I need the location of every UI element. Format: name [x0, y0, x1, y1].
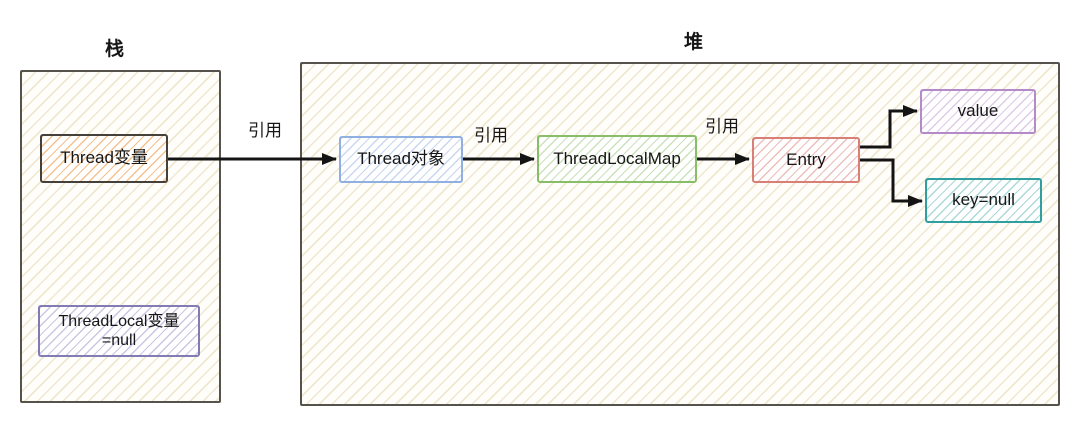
edge-label-reference-3: 引用 — [705, 117, 739, 136]
node-threadlocalmap-label: ThreadLocalMap — [553, 148, 681, 168]
node-threadlocal-variable: ThreadLocal变量 =null — [38, 305, 200, 357]
node-thread-variable: Thread变量 — [40, 134, 168, 183]
node-entry: Entry — [752, 137, 860, 183]
node-thread-object: Thread对象 — [339, 136, 463, 183]
node-threadlocal-variable-line2: =null — [101, 332, 137, 349]
node-value: value — [920, 89, 1036, 134]
stack-region-label: 栈 — [104, 39, 126, 60]
node-entry-label: Entry — [786, 149, 826, 169]
heap-region-label: 堆 — [683, 32, 705, 53]
node-thread-variable-label: Thread变量 — [60, 148, 148, 168]
node-threadlocalmap: ThreadLocalMap — [537, 135, 697, 183]
node-key-null: key=null — [925, 178, 1042, 223]
node-key-null-label: key=null — [952, 190, 1015, 210]
node-value-label: value — [957, 101, 999, 121]
edge-label-reference-1: 引用 — [248, 121, 282, 140]
edge-label-reference-2: 引用 — [474, 126, 508, 145]
node-threadlocal-variable-line1: ThreadLocal变量 — [58, 312, 180, 330]
node-thread-object-label: Thread对象 — [357, 149, 445, 169]
